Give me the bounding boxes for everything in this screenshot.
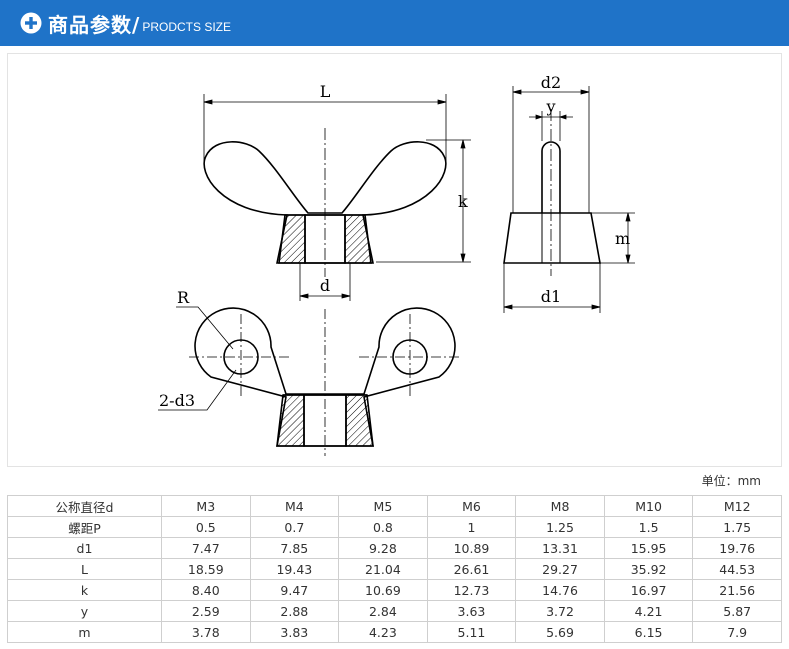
table-cell: 10.69 [338, 579, 428, 601]
label-m: m [615, 229, 630, 248]
table-cell: 2.84 [338, 600, 428, 622]
label-L: L [320, 82, 331, 101]
table-cell: 5.11 [426, 621, 517, 643]
dimension-y [529, 111, 573, 141]
table-header-cell: M8 [515, 495, 605, 517]
label-R: R [177, 288, 190, 307]
label-y: y [545, 97, 555, 116]
table-cell: 0.7 [249, 516, 340, 538]
table-cell: 0.8 [338, 516, 428, 538]
table-row-label: k [7, 579, 162, 601]
dimension-L [203, 94, 447, 161]
table-cell: 0.5 [161, 516, 251, 538]
table-cell: 13.31 [515, 537, 605, 559]
table-header-cell: M3 [161, 495, 251, 517]
table-row-label: m [7, 621, 162, 643]
table-cell: 10.89 [426, 537, 517, 559]
table-cell: 19.43 [249, 558, 340, 580]
table-cell: 3.83 [249, 621, 340, 643]
table-cell: 5.87 [692, 600, 782, 622]
label-k: k [458, 192, 468, 211]
label-d: d [320, 276, 330, 295]
label-d1: d1 [541, 287, 561, 306]
dimension-d1 [503, 263, 601, 313]
table-cell: 7.47 [161, 537, 251, 559]
label-d2: d2 [541, 73, 561, 92]
table-cell: 7.9 [692, 621, 782, 643]
dimension-m [591, 212, 635, 264]
table-cell: 1.75 [692, 516, 782, 538]
table-cell: 2.59 [161, 600, 251, 622]
table-header-cell: M10 [603, 495, 694, 517]
table-cell: 19.76 [692, 537, 782, 559]
table-header-cell: M6 [426, 495, 517, 517]
section-title: 商品参数/ [48, 12, 141, 37]
table-cell: 21.04 [338, 558, 428, 580]
table-cell: 35.92 [603, 558, 694, 580]
dimension-d [299, 263, 351, 301]
table-row-label: d1 [7, 537, 162, 559]
label-2-d3: 2-d3 [159, 391, 195, 410]
table-header-cell: M12 [692, 495, 782, 517]
unit-note: 单位：mm [701, 474, 761, 488]
table-cell: 26.61 [426, 558, 517, 580]
section-subtitle: PRODCTS SIZE [142, 19, 231, 34]
plus-circle-icon [20, 12, 42, 34]
table-cell: 4.23 [338, 621, 428, 643]
dimension-k [376, 139, 471, 263]
table-cell: 21.56 [692, 579, 782, 601]
wing-nut-diagram: L k d [158, 73, 635, 456]
technical-drawing: L k d [7, 53, 782, 467]
table-cell: 6.15 [603, 621, 694, 643]
top-view-centerlines [189, 309, 461, 456]
table-cell: 12.73 [426, 579, 517, 601]
table-cell: 15.95 [603, 537, 694, 559]
table-cell: 1 [426, 516, 517, 538]
table-cell: 29.27 [515, 558, 605, 580]
leader-lines [158, 306, 237, 411]
table-cell: 2.88 [249, 600, 340, 622]
table-cell: 8.40 [161, 579, 251, 601]
table-cell: 9.47 [249, 579, 340, 601]
table-cell: 3.63 [426, 600, 517, 622]
table-cell: 16.97 [603, 579, 694, 601]
table-row-label: L [7, 558, 162, 580]
table-cell: 44.53 [692, 558, 782, 580]
table-header-label: 公称直径d [7, 495, 162, 517]
side-view [503, 141, 601, 264]
table-row-label: y [7, 600, 162, 622]
table-cell: 4.21 [603, 600, 694, 622]
table-cell: 18.59 [161, 558, 251, 580]
table-header-cell: M4 [249, 495, 340, 517]
table-cell: 14.76 [515, 579, 605, 601]
table-cell: 1.25 [515, 516, 605, 538]
table-cell: 9.28 [338, 537, 428, 559]
table-cell: 3.78 [161, 621, 251, 643]
dimension-d2 [512, 86, 590, 213]
table-cell: 1.5 [603, 516, 694, 538]
table-cell: 3.72 [515, 600, 605, 622]
table-cell: 7.85 [249, 537, 340, 559]
section-header: 商品参数/ PRODCTS SIZE [0, 0, 789, 46]
table-cell: 5.69 [515, 621, 605, 643]
table-row-label: 螺距P [7, 516, 162, 538]
table-header-cell: M5 [338, 495, 428, 517]
